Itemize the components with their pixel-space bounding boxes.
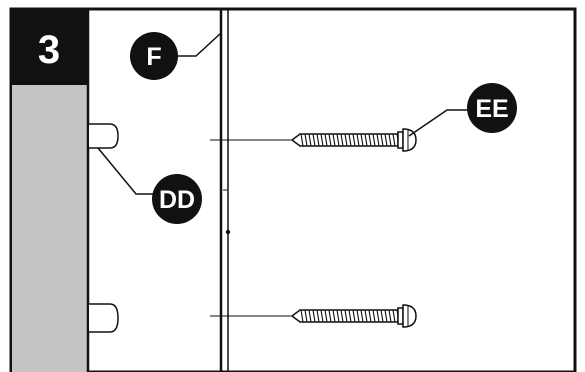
leader-f [178, 32, 222, 57]
dowel-top [89, 123, 119, 149]
panel-f-hole [225, 229, 231, 235]
leader-ee [408, 109, 470, 137]
step-number: 3 [38, 28, 60, 72]
callout-dd: DD [152, 174, 202, 224]
leader-dd [97, 147, 154, 195]
callout-ee-label: EE [475, 95, 508, 123]
dowel-bottom [89, 303, 119, 333]
screw-top [290, 128, 417, 152]
callout-dd-label: DD [159, 186, 195, 214]
screw-bottom [290, 304, 417, 328]
callout-ee: EE [467, 83, 517, 133]
step-badge [11, 9, 88, 85]
callout-f: F [130, 32, 178, 80]
callout-f-label: F [146, 43, 161, 71]
side-panel [12, 85, 88, 372]
